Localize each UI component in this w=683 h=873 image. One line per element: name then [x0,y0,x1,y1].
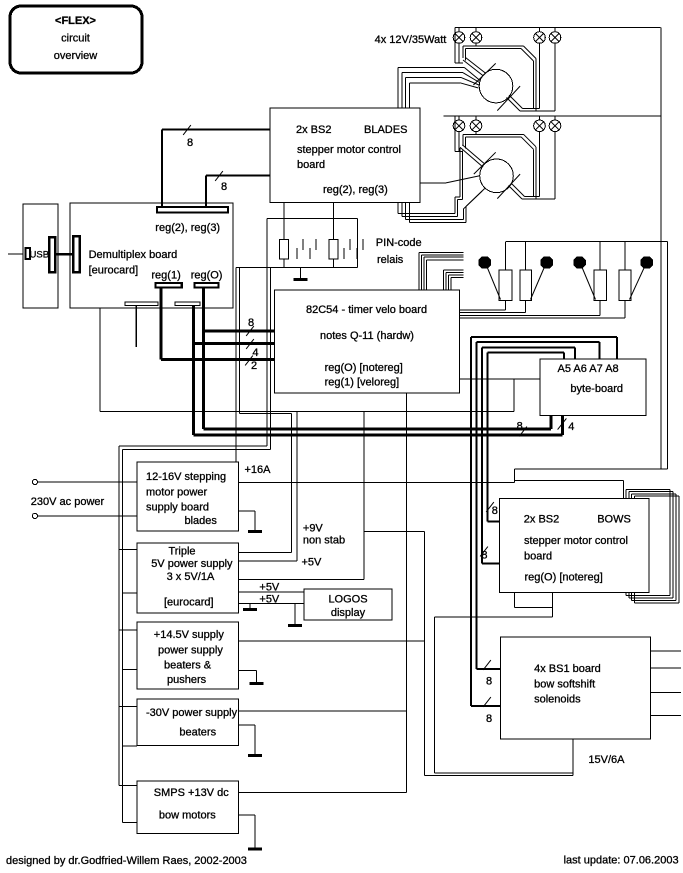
svg-text:4x 12V/35Watt: 4x 12V/35Watt [375,34,447,46]
svg-text:5V power supply: 5V power supply [151,558,233,570]
svg-text:+5V: +5V [259,594,280,606]
svg-text:3 x 5V/1A: 3 x 5V/1A [167,571,215,583]
svg-text:stepper motor control: stepper motor control [524,535,628,547]
svg-text:stepper motor control: stepper motor control [297,144,401,156]
svg-text:Demultiplex board: Demultiplex board [89,249,178,261]
svg-text:reg(1): reg(1) [151,270,180,282]
svg-text:beaters &: beaters & [164,660,212,672]
svg-text:2x BS2: 2x BS2 [296,124,331,136]
svg-text:motor power: motor power [146,487,207,499]
svg-text:bow softshift: bow softshift [534,679,595,691]
svg-text:reg(2), reg(3): reg(2), reg(3) [155,222,220,234]
svg-text:+9V: +9V [303,523,324,535]
svg-text:4: 4 [252,347,258,359]
svg-text:overview: overview [54,50,97,62]
svg-text:[eurocard]: [eurocard] [164,597,214,609]
svg-text:display: display [331,607,366,619]
svg-text:2x BS2: 2x BS2 [524,514,559,526]
svg-text:board: board [297,159,325,171]
svg-text:reg(1) [veloreg]: reg(1) [veloreg] [325,377,400,389]
svg-text:power supply: power supply [158,645,223,657]
svg-text:relais: relais [377,254,404,266]
svg-text:4x BS1 board: 4x BS1 board [534,663,601,675]
svg-text:+16A: +16A [245,464,272,476]
svg-text:+5V: +5V [302,557,323,569]
svg-text:8: 8 [481,550,487,562]
svg-text:reg(O) [notereg]: reg(O) [notereg] [525,572,603,584]
svg-text:USB: USB [30,250,50,261]
svg-text:8: 8 [517,421,523,433]
svg-text:8: 8 [486,713,492,725]
svg-text:A5 A6 A7 A8: A5 A6 A7 A8 [558,363,619,375]
svg-text:8: 8 [492,505,498,517]
svg-text:8: 8 [248,317,254,329]
svg-text:+14.5V supply: +14.5V supply [154,629,225,641]
svg-text:reg(2), reg(3): reg(2), reg(3) [323,184,388,196]
svg-text:last update: 07.06.2003: last update: 07.06.2003 [564,855,679,867]
svg-text:8: 8 [221,181,227,193]
svg-text:8: 8 [486,676,492,688]
svg-text:LOGOS: LOGOS [328,594,367,606]
svg-text:BLADES: BLADES [364,124,407,136]
svg-text:board: board [524,551,552,563]
svg-text:SMPS +13V dc: SMPS +13V dc [154,787,229,799]
svg-text:[eurocard]: [eurocard] [89,265,139,277]
svg-text:pushers: pushers [167,674,207,686]
svg-text:circuit: circuit [61,33,90,45]
svg-text:8: 8 [187,137,193,149]
svg-text:Triple: Triple [168,546,195,558]
svg-text:BOWS: BOWS [597,514,631,526]
svg-text:2: 2 [251,360,257,372]
svg-text:byte-board: byte-board [570,383,623,395]
svg-text:non stab: non stab [303,535,345,547]
svg-text:PIN-code: PIN-code [376,237,422,249]
svg-text:blades: blades [185,515,218,527]
svg-text:<FLEX>: <FLEX> [55,15,96,27]
svg-text:+5V: +5V [259,582,280,594]
svg-text:reg(O): reg(O) [191,270,223,282]
svg-text:bow motors: bow motors [159,810,216,822]
svg-text:12-16V stepping: 12-16V stepping [146,471,226,483]
svg-text:4: 4 [568,421,574,433]
svg-text:designed by dr.Godfried-Willem: designed by dr.Godfried-Willem Raes, 200… [6,855,247,867]
svg-text:solenoids: solenoids [534,694,581,706]
svg-text:230V ac power: 230V ac power [31,496,105,508]
svg-text:reg(O) [notereg]: reg(O) [notereg] [325,362,403,374]
svg-text:-30V power supply: -30V power supply [146,707,238,719]
svg-text:82C54 - timer velo board: 82C54 - timer velo board [306,304,427,316]
svg-text:supply board: supply board [146,502,209,514]
svg-text:15V/6A: 15V/6A [588,754,625,766]
svg-text:beaters: beaters [179,727,216,739]
svg-text:notes Q-11 (hardw): notes Q-11 (hardw) [320,330,414,342]
